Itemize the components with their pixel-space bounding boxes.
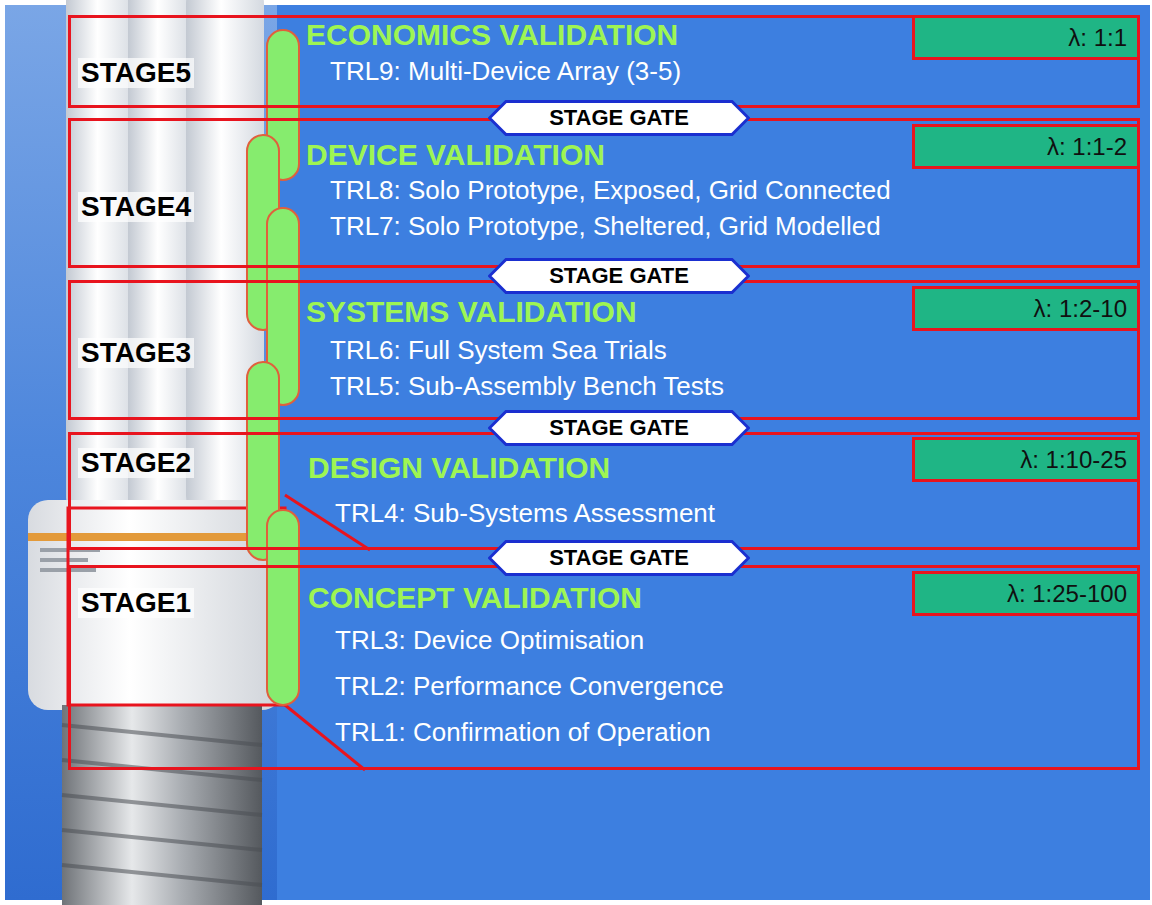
scale-ratio-box: λ: 1:1-2	[912, 124, 1140, 169]
stage-band: STAGE2 DESIGN VALIDATION TRL4: Sub-Systems…	[68, 432, 1140, 550]
gate-text: STAGE GATE	[549, 265, 689, 287]
scale-ratio-box: λ: 1:1	[912, 15, 1140, 60]
gate-hexagon-outline	[490, 542, 749, 575]
stage-gate: STAGE GATE	[488, 540, 750, 576]
trl-item: TRL2: Performance Convergence	[335, 673, 724, 699]
stage-gate: STAGE GATE	[488, 258, 750, 294]
stage-heading: SYSTEMS VALIDATION	[306, 297, 637, 327]
outline-trace	[68, 495, 370, 770]
stage-label: STAGE5	[78, 58, 194, 88]
stage-heading: DESIGN VALIDATION	[308, 453, 610, 483]
stage-label: STAGE2	[78, 448, 194, 478]
trl-item: TRL3: Device Optimisation	[335, 627, 644, 653]
gate-text: STAGE GATE	[549, 547, 689, 569]
stage-label: STAGE3	[78, 338, 194, 368]
trl-item: TRL5: Sub-Assembly Bench Tests	[330, 373, 724, 399]
scale-ratio: λ: 1:10-25	[1020, 448, 1127, 472]
scale-ratio: λ: 1:1	[1068, 26, 1127, 50]
stage-label: STAGE1	[78, 588, 194, 618]
stage-heading: DEVICE VALIDATION	[306, 140, 605, 170]
scale-ratio-box: λ: 1:25-100	[912, 571, 1140, 616]
screw-base	[62, 705, 262, 905]
stage-band: STAGE3 SYSTEMS VALIDATION TRL6: Full Syste…	[68, 280, 1140, 420]
stage-heading: CONCEPT VALIDATION	[308, 583, 642, 613]
gate-hexagon-outline	[490, 260, 749, 293]
bulb-tubes	[66, 0, 264, 530]
scale-ratio-box: λ: 1:2-10	[912, 286, 1140, 331]
stage-heading: ECONOMICS VALIDATION	[306, 20, 678, 50]
trl-item: TRL4: Sub-Systems Assessment	[335, 500, 715, 526]
trl-item: TRL1: Confirmation of Operation	[335, 719, 711, 745]
stage-gate: STAGE GATE	[488, 100, 750, 136]
trl-item: TRL6: Full System Sea Trials	[330, 337, 667, 363]
trl-item: TRL7: Solo Prototype, Sheltered, Grid Mo…	[330, 213, 881, 239]
trl-item: TRL8: Solo Prototype, Exposed, Grid Conn…	[330, 177, 891, 203]
scale-ratio: λ: 1:2-10	[1034, 297, 1127, 321]
gate-hexagon-outline	[490, 102, 749, 135]
gate-text: STAGE GATE	[549, 107, 689, 129]
bulb-base	[28, 500, 282, 710]
stage-overlap-capsule	[247, 30, 299, 705]
stage-gate: STAGE GATE	[488, 410, 750, 446]
stage-band: STAGE4 DEVICE VALIDATION TRL8: Solo Protot…	[68, 118, 1140, 268]
scale-ratio: λ: 1:1-2	[1047, 135, 1127, 159]
gate-text: STAGE GATE	[549, 417, 689, 439]
stage-label: STAGE4	[78, 192, 194, 222]
scale-ratio: λ: 1:25-100	[1007, 582, 1127, 606]
gate-hexagon-outline	[490, 412, 749, 445]
stage-band: STAGE5 ECONOMICS VALIDATION TRL9: Multi-De…	[68, 15, 1140, 108]
stage-band: STAGE1 CONCEPT VALIDATION TRL3: Device Opt…	[68, 565, 1140, 770]
scale-ratio-box: λ: 1:10-25	[912, 437, 1140, 482]
trl-item: TRL9: Multi-Device Array (3-5)	[330, 58, 681, 84]
